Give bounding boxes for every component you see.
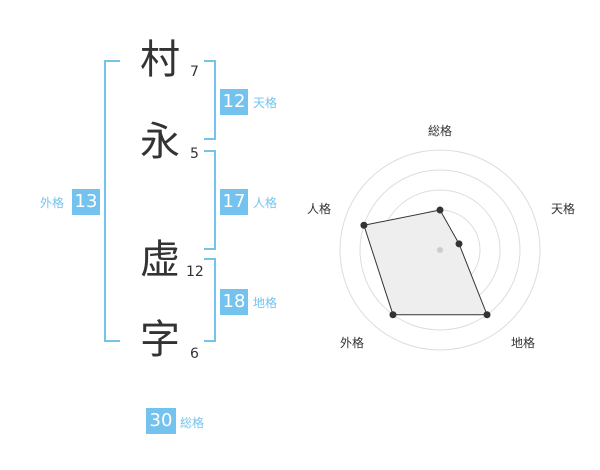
radar-axis-label-soukaku: 総格 [428,124,453,138]
radar-chart [339,149,541,351]
radar-grid-ring [359,169,521,331]
name-char-1: 村 [140,37,180,83]
gaikaku-bracket-top [104,60,120,62]
tenkaku-bracket-vertical [214,60,216,140]
chikaku-bracket-bottom [204,340,216,342]
name-char-2: 永 [140,119,180,165]
radar-axis-label-jinkaku: 人格 [307,202,332,216]
gaikaku-bracket-bottom [104,340,120,342]
gaikaku-bracket-vertical [104,60,106,342]
jinkaku-bracket-vertical [214,150,216,250]
chikaku-label: 地格 [253,296,278,310]
radar-axis-label-gaikaku: 外格 [340,336,365,350]
stroke-count-1: 7 [190,64,199,80]
radar-center-dot [437,247,443,253]
chikaku-value-badge: 18 [220,289,248,315]
tenkaku-bracket-top [204,60,216,62]
radar-point [360,221,368,229]
stroke-count-2: 5 [190,146,199,162]
stroke-count-3: 12 [186,264,204,280]
tenkaku-bracket-bottom [204,138,216,140]
radar-point [436,206,444,214]
radar-axis-label-chikaku: 地格 [511,336,536,350]
jinkaku-bracket-top [204,150,216,152]
radar-grid-ring [339,149,541,351]
stroke-count-4: 6 [190,346,199,362]
gaikaku-label: 外格 [40,196,65,210]
jinkaku-label: 人格 [253,196,278,210]
radar-axis-label-tenkaku: 天格 [551,202,576,216]
soukaku-label: 総格 [180,416,205,430]
jinkaku-value-badge: 17 [220,189,248,215]
name-char-3: 虚 [140,237,180,283]
name-char-4: 字 [140,317,180,363]
radar-point [483,311,491,319]
soukaku-value-badge: 30 [146,408,176,434]
jinkaku-bracket-bottom [204,248,216,250]
chikaku-bracket-top [204,258,216,260]
tenkaku-label: 天格 [253,96,278,110]
chikaku-bracket-vertical [214,258,216,342]
radar-point [455,240,463,248]
gaikaku-value-badge: 13 [72,189,100,215]
radar-shape [363,209,488,316]
radar-point [389,311,397,319]
tenkaku-value-badge: 12 [220,89,248,115]
